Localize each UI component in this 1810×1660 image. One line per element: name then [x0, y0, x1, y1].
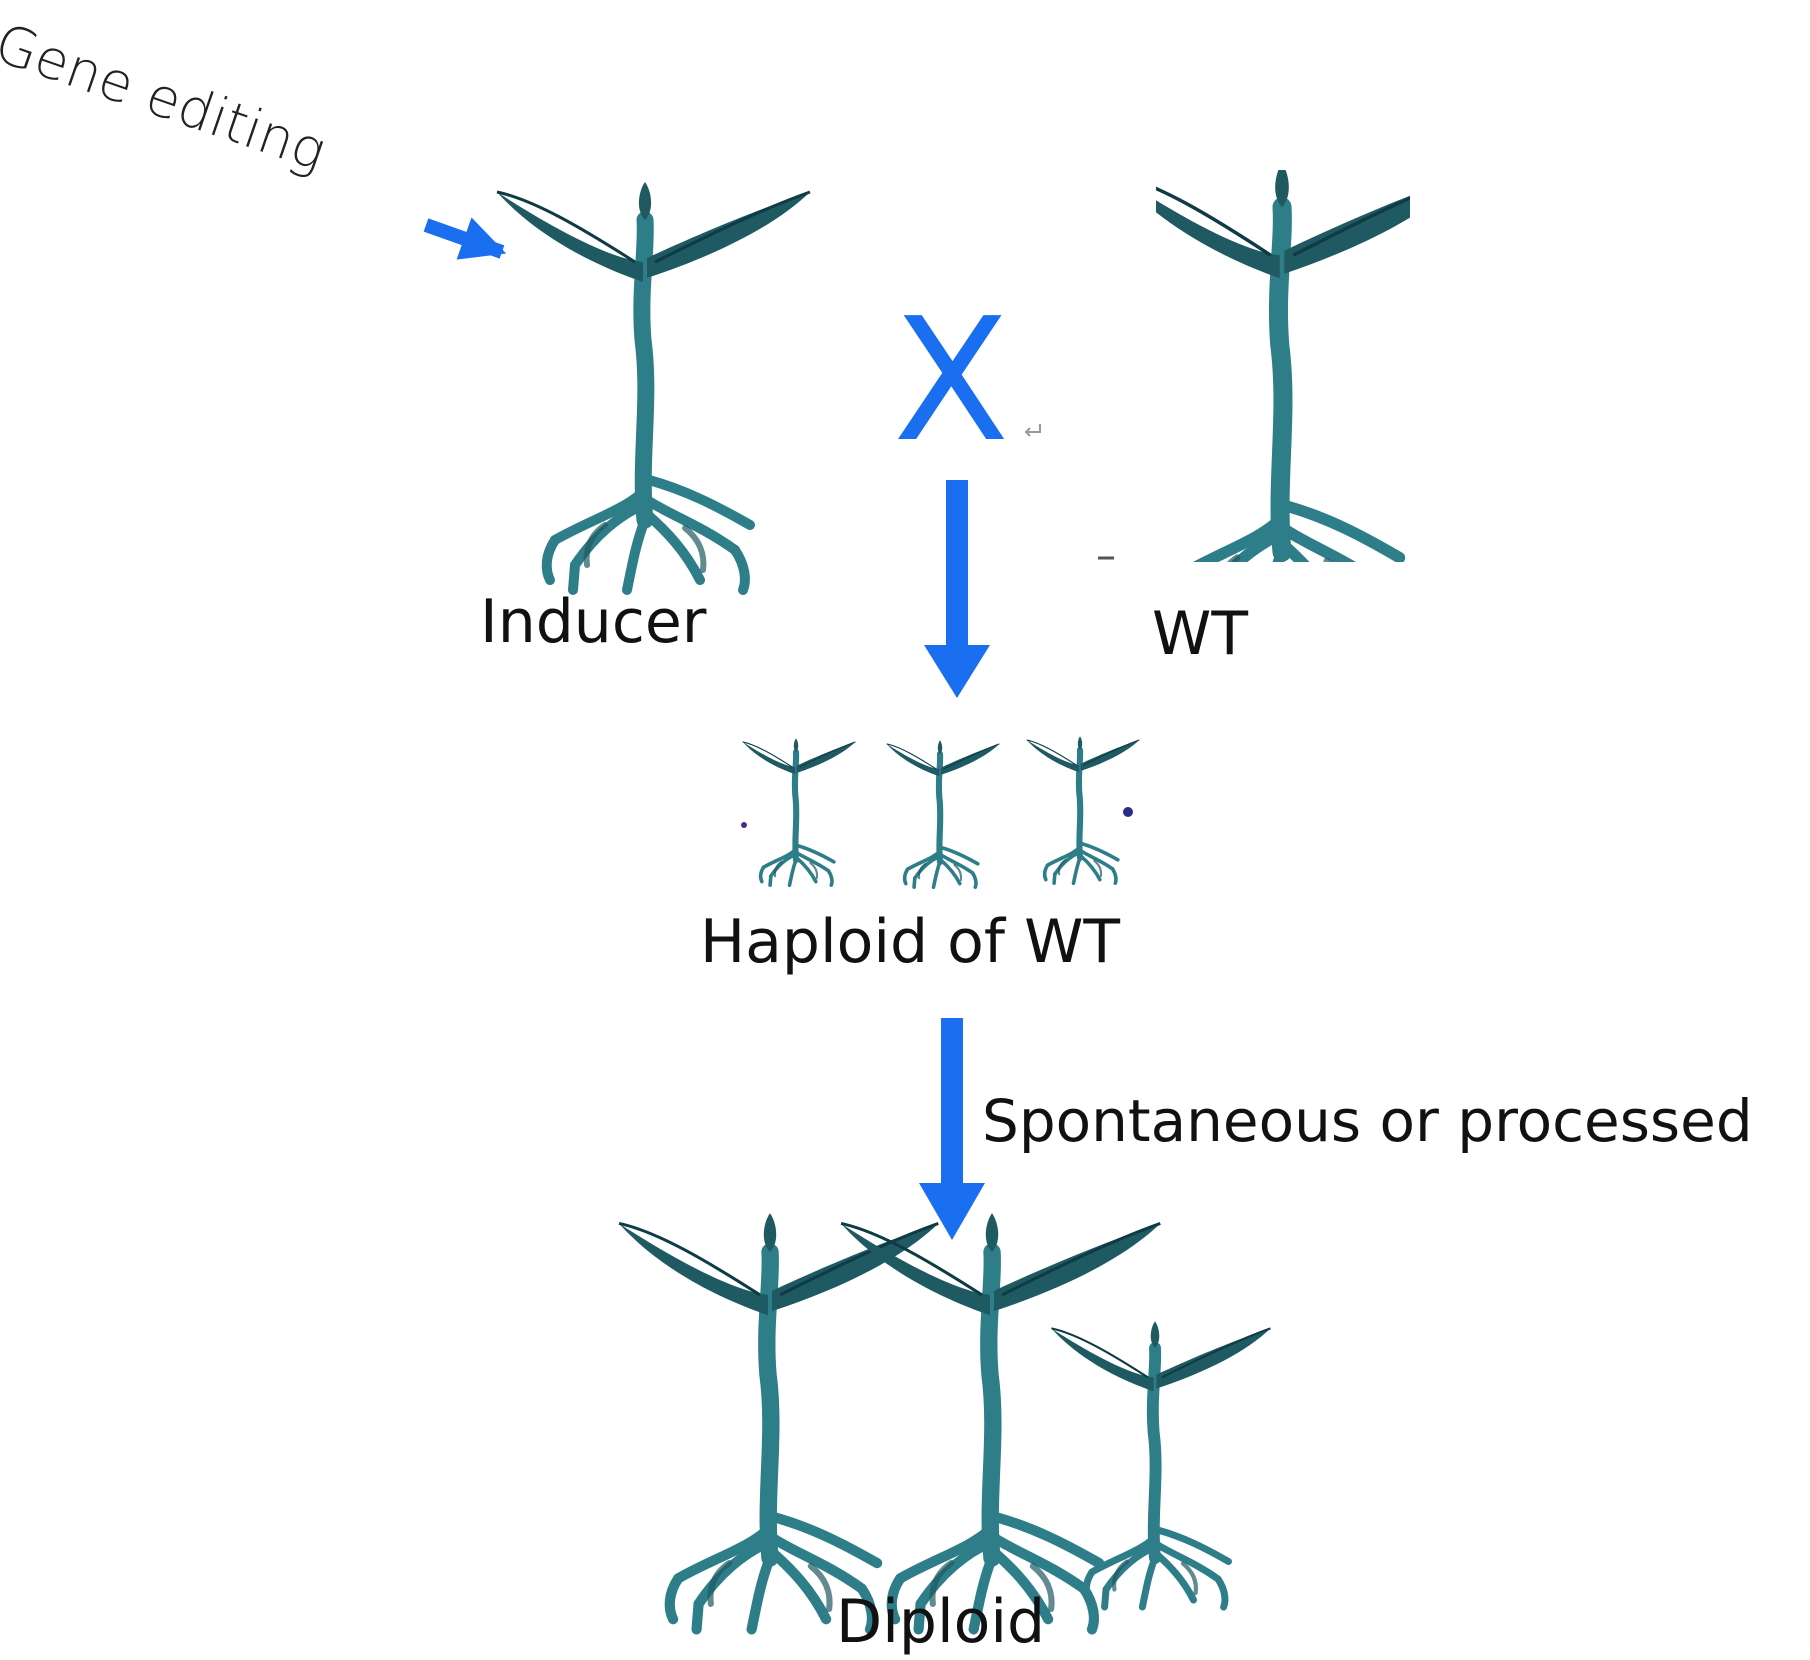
cross-down-arrow — [924, 480, 990, 698]
doubling-process-label: Spontaneous or processed — [982, 1087, 1753, 1155]
diploid-label: Diploid — [836, 1587, 1046, 1657]
inducer-label: Inducer — [480, 587, 707, 657]
return-mark — [1024, 424, 1041, 437]
doubling-down-arrow — [919, 1018, 985, 1240]
haploid-plants — [741, 736, 1139, 887]
wt-plant — [1116, 163, 1467, 632]
gene-editing-arrow — [423, 217, 507, 260]
diploid-plants — [619, 1213, 1270, 1629]
haploid-label: Haploid of WT — [700, 907, 1121, 977]
wt-label: WT — [1152, 599, 1248, 669]
inducer-plant — [497, 182, 810, 590]
cross-symbol: X — [893, 282, 1010, 480]
